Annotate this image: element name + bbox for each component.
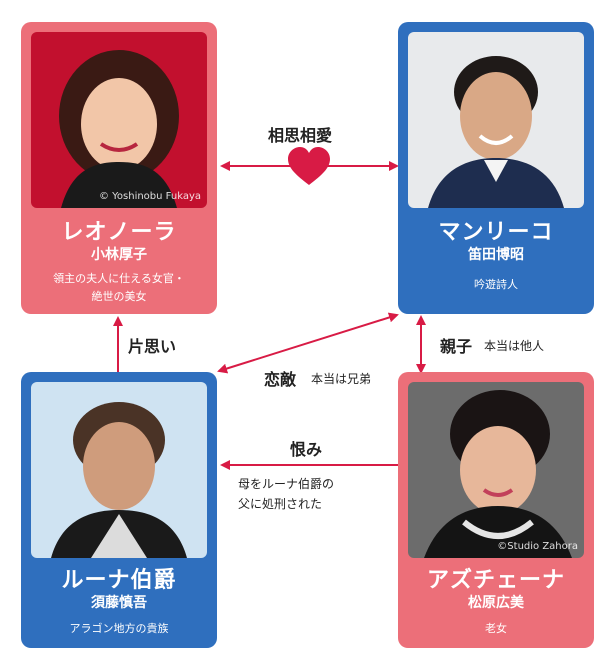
parent-note: 本当は他人 bbox=[484, 339, 545, 353]
love-label: 相思相愛 bbox=[268, 126, 333, 145]
rival-note: 本当は兄弟 bbox=[311, 372, 372, 386]
role-description: 吟遊詩人 bbox=[474, 278, 518, 291]
role-name: レオノーラ bbox=[61, 220, 177, 245]
photo-credit: ©Studio Zahora bbox=[497, 541, 578, 552]
card-luna: ルーナ伯爵 須藤慎吾 アラゴン地方の貴族 bbox=[21, 372, 217, 648]
card-azucena: ©Studio Zahora アズチェーナ 松原広美 老女 bbox=[398, 372, 594, 648]
actor-name: 松原広美 bbox=[468, 595, 524, 611]
role-description: 老女 bbox=[485, 622, 507, 635]
actor-name: 小林厚子 bbox=[91, 247, 147, 263]
actor-name: 須藤慎吾 bbox=[91, 595, 147, 611]
photo-luna bbox=[31, 382, 207, 558]
rival-arrow bbox=[217, 312, 399, 374]
unrequited-label: 片思い bbox=[128, 337, 177, 356]
actor-name: 笛田博昭 bbox=[468, 247, 524, 263]
photo-azucena: ©Studio Zahora bbox=[408, 382, 584, 558]
grudge-note-line1: 母をルーナ伯爵の bbox=[238, 477, 335, 491]
role-description: 領主の夫人に仕える女官・ bbox=[53, 272, 185, 285]
role-name: ルーナ伯爵 bbox=[61, 568, 177, 593]
rival-label: 恋敵 bbox=[264, 370, 297, 389]
card-manrico: マンリーコ 笛田博昭 吟遊詩人 bbox=[398, 22, 594, 314]
grudge-label: 恨み bbox=[290, 440, 323, 459]
role-description: アラゴン地方の貴族 bbox=[69, 622, 169, 635]
heart-icon bbox=[288, 147, 330, 185]
parent-label: 親子 bbox=[440, 337, 473, 356]
photo-manrico bbox=[408, 32, 584, 208]
card-leonora: © Yoshinobu Fukaya レオノーラ 小林厚子 領主の夫人に仕える女… bbox=[21, 22, 217, 314]
photo-leonora: © Yoshinobu Fukaya bbox=[31, 32, 207, 208]
role-name: アズチェーナ bbox=[426, 568, 565, 593]
role-description: 絶世の美女 bbox=[91, 290, 147, 303]
photo-credit: © Yoshinobu Fukaya bbox=[98, 191, 201, 202]
grudge-note-line2: 父に処刑された bbox=[238, 497, 323, 511]
role-name: マンリーコ bbox=[438, 220, 554, 245]
